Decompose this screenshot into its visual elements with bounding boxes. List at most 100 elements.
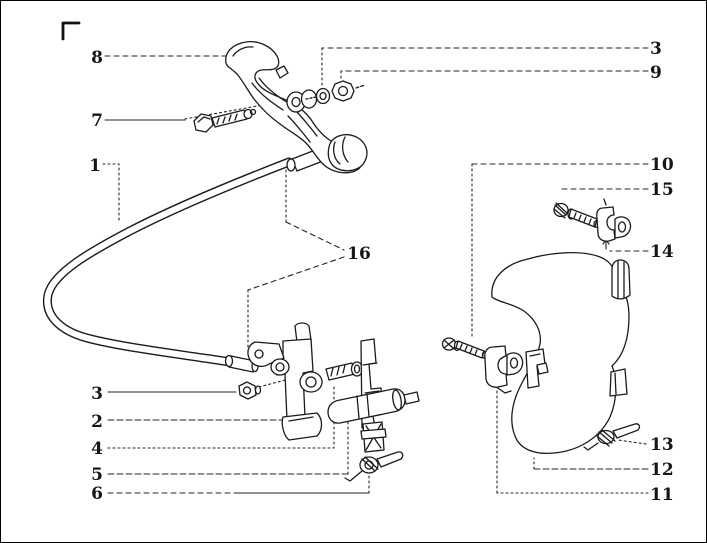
clamp-u-body	[484, 345, 508, 388]
control-lever	[225, 41, 368, 174]
mudguard	[491, 251, 631, 455]
thread-dashes	[305, 96, 317, 100]
leader-16-upper-d	[285, 221, 345, 251]
cylinder-end	[392, 389, 402, 411]
lever-tab	[275, 65, 289, 79]
top-tab-lines	[617, 260, 625, 299]
clamp14-lobe-hole	[617, 221, 627, 233]
wing-hole	[254, 349, 264, 359]
clamp14-u-body	[596, 206, 616, 242]
adjuster-bolt	[193, 108, 257, 133]
lever-rib-2	[251, 82, 284, 111]
lever-rib-4	[287, 115, 311, 143]
sleeve-arc-1	[333, 141, 341, 165]
callout-labels: 8 7 1 3 9 10 15 14 16 3 2 4 5 6 13 12 11	[89, 39, 674, 505]
callout-12: 12	[650, 460, 674, 480]
clamp-lobe	[506, 352, 524, 376]
callout-13: 13	[650, 435, 674, 455]
end-nut-hex	[238, 381, 257, 400]
end-nut-hole	[242, 386, 252, 395]
callout-10: 10	[650, 155, 674, 175]
bolt-head-facet	[197, 116, 211, 123]
bolt-tip	[249, 108, 257, 116]
lever-hub-hole	[291, 96, 301, 108]
table-corner-mark	[61, 21, 81, 41]
pivot-nut	[305, 80, 366, 102]
clamp14-lobe	[614, 216, 632, 239]
callout-11: 11	[650, 485, 674, 505]
screw-shank	[455, 340, 485, 359]
bolt4-shank	[325, 362, 356, 381]
clip-hatch	[596, 429, 616, 447]
bracket-bolt	[325, 361, 364, 381]
callout-14: 14	[650, 242, 674, 262]
bracket-boss-hole	[275, 362, 285, 372]
flexible-transmission-cable	[42, 148, 324, 373]
nut-hole	[337, 85, 349, 97]
lever-hook-line	[232, 46, 254, 57]
upper-screw	[553, 202, 601, 229]
screw-threads	[459, 343, 478, 356]
mudguard-mounting-screw	[441, 337, 495, 360]
bracket-hub	[299, 371, 323, 393]
cylinder-collars	[356, 393, 370, 419]
nut-tail-dash	[355, 84, 366, 89]
clamp-arm	[376, 451, 404, 468]
callout-1: 1	[89, 156, 101, 176]
mudguard-clamp	[484, 345, 524, 394]
washer-hole	[319, 91, 327, 101]
callout-5: 5	[91, 465, 103, 485]
cross-cylinder	[327, 388, 406, 424]
leader-16-lower-d	[247, 256, 345, 291]
cable-tube-core	[44, 158, 293, 368]
callout-3-top: 3	[650, 39, 662, 59]
bracket-stem	[294, 322, 312, 343]
foot-line	[288, 416, 314, 422]
lever-hub-counterbore	[300, 89, 318, 109]
screw15-threads	[573, 212, 592, 225]
leader-lines	[102, 47, 649, 494]
union-bracket	[327, 338, 420, 453]
clamp-lever	[344, 451, 404, 482]
nut-hex	[331, 80, 355, 102]
leader-13	[617, 439, 647, 445]
clamp14-tick	[603, 198, 607, 206]
clamp-hatch	[361, 456, 379, 472]
callout-15: 15	[650, 180, 674, 200]
sleeve-arc-2	[341, 136, 349, 163]
clip-arm	[612, 423, 641, 439]
valve-collar	[360, 428, 387, 440]
callout-8: 8	[91, 48, 103, 68]
washer-ring	[315, 87, 331, 105]
cable-upper-end	[286, 158, 296, 172]
callout-2: 2	[91, 412, 103, 432]
mudguard-mid-tab	[609, 368, 628, 397]
bracket-boss	[270, 358, 290, 376]
callout-4: 4	[91, 439, 103, 459]
callout-9: 9	[650, 63, 662, 83]
callout-16: 16	[347, 244, 371, 264]
screw15-shank	[568, 208, 598, 228]
callout-3-left: 3	[91, 384, 103, 404]
support-bracket	[247, 322, 323, 441]
bolt-threads	[216, 113, 238, 125]
clamp-tail	[344, 470, 363, 482]
clip-tail	[583, 442, 599, 451]
end-nut-collar	[254, 385, 262, 395]
leader-1	[102, 163, 120, 224]
strap-steps	[362, 362, 380, 394]
mudguard-top-tab	[611, 259, 631, 300]
upper-clamp	[596, 198, 632, 242]
bracket-foot	[281, 412, 323, 441]
callout-7: 7	[91, 111, 103, 131]
bracket-hub-hole	[305, 376, 317, 388]
mudguard-bracket	[525, 348, 549, 389]
bolt4-threads	[330, 364, 346, 377]
ferrule-cap	[224, 354, 234, 368]
pivot-washer	[315, 87, 331, 105]
cable-tube	[42, 157, 294, 369]
mid-tab-line	[614, 372, 617, 395]
screw15-slots	[553, 202, 568, 219]
